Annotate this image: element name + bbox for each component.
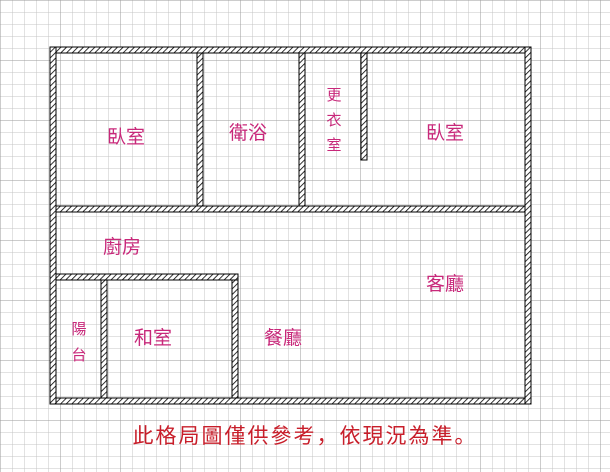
wall-bath-closet: [298, 52, 306, 213]
wall-top-rooms-bottom: [55, 205, 526, 213]
wall-tatami-dining: [231, 279, 239, 399]
label-bedroom-left: 臥室: [107, 126, 145, 148]
label-closet-3: 室: [326, 136, 341, 154]
label-dining-room: 餐廳: [264, 327, 302, 349]
walls: [49, 46, 532, 405]
wall-kitchen-bottom: [55, 273, 239, 281]
label-bathroom: 衛浴: [229, 122, 267, 144]
label-bedroom-right: 臥室: [426, 122, 464, 144]
wall-closet-bedroom: [360, 52, 368, 161]
wall-bottom: [49, 397, 532, 405]
label-closet-2: 衣: [326, 111, 341, 129]
label-balcony-1: 陽: [71, 320, 86, 338]
wall-bedroom-bath: [196, 52, 204, 213]
label-closet-1: 更: [326, 86, 341, 104]
label-tatami-room: 和室: [134, 327, 172, 349]
wall-top: [49, 46, 532, 54]
wall-left: [49, 46, 57, 405]
wall-balcony-tatami: [100, 279, 108, 399]
wall-right: [524, 46, 532, 405]
label-balcony-2: 台: [71, 346, 86, 364]
label-living-room: 客廳: [426, 273, 464, 295]
label-kitchen: 廚房: [103, 235, 141, 258]
disclaimer-text: 此格局圖僅供參考，依現況為準。: [132, 424, 478, 448]
